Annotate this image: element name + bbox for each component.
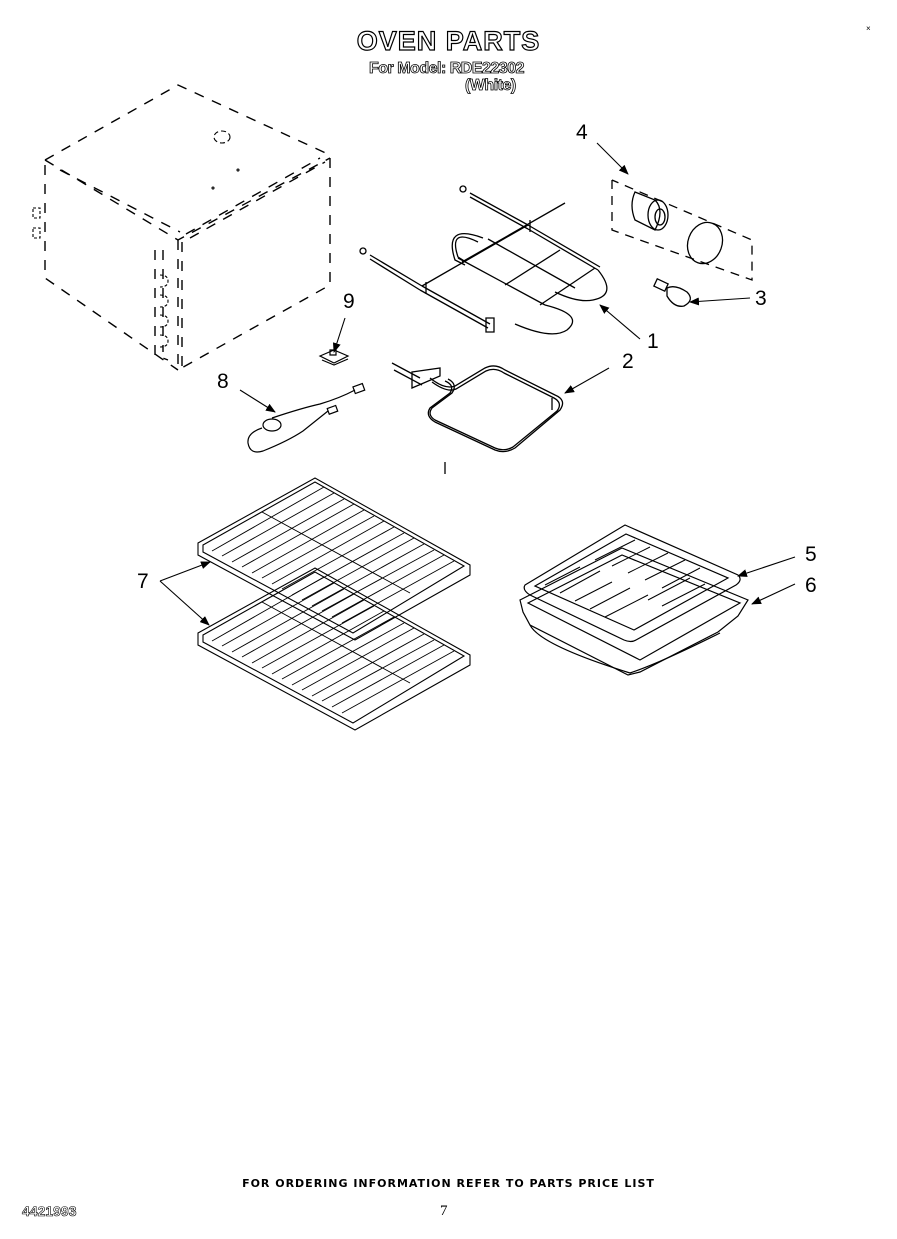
document-id: 4421993 — [22, 1203, 77, 1220]
callout-8: 8 — [217, 370, 229, 393]
callout-5: 5 — [805, 543, 817, 566]
page-title: OVEN PARTS — [356, 25, 541, 56]
callout-1: 1 — [647, 330, 659, 353]
bake-element — [392, 363, 563, 474]
callout-9: 9 — [343, 290, 355, 313]
temperature-sensor — [248, 384, 365, 452]
broiler-pan-grid — [524, 525, 740, 642]
ordering-note: FOR ORDERING INFORMATION REFER TO PARTS … — [242, 1177, 655, 1190]
callout-3: 3 — [755, 287, 767, 310]
oven-cavity-outline — [45, 85, 330, 370]
oven-cavity-details — [33, 131, 239, 347]
callout-2: 2 — [622, 350, 634, 373]
callout-leaders — [160, 143, 795, 626]
callout-6: 6 — [805, 574, 817, 597]
corner-mark: × — [866, 24, 871, 33]
page-number: 7 — [440, 1203, 448, 1219]
light-socket-assembly — [612, 180, 752, 280]
model-number: For Model: RDE22302 — [369, 60, 525, 78]
broiler-pan — [520, 548, 748, 675]
broil-element — [360, 186, 607, 334]
oven-rack-lower — [198, 568, 470, 730]
model-color: (White) — [465, 77, 517, 95]
callout-4: 4 — [576, 121, 588, 144]
oven-rack-upper — [198, 478, 470, 640]
callout-7: 7 — [137, 570, 149, 593]
light-bulb — [654, 279, 690, 306]
sensor-clip — [320, 350, 348, 365]
